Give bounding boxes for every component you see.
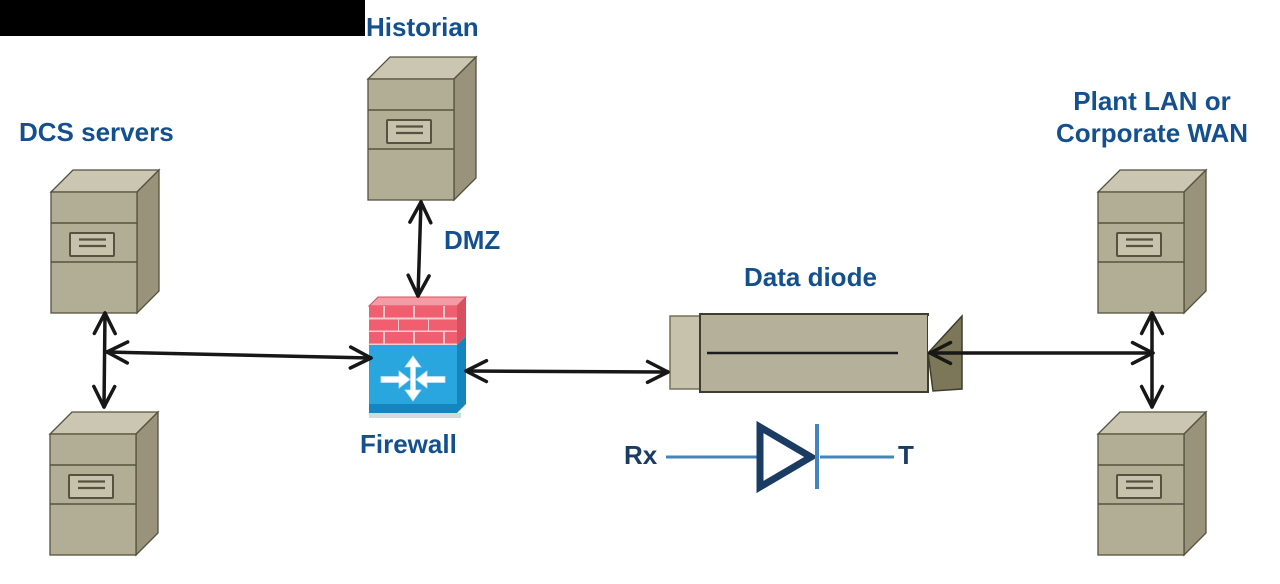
- diode-symbol-icon: [666, 420, 894, 494]
- diode-rx-label: Rx: [624, 440, 658, 470]
- historian-label: Historian: [366, 12, 479, 42]
- data-diode-icon: [669, 313, 963, 393]
- arrow-historian-firewall: [406, 200, 433, 298]
- firewall-icon: [367, 296, 468, 418]
- server-icon-lan-1: [1096, 168, 1208, 315]
- plant-lan-label-line1: Plant LAN or: [1073, 86, 1231, 116]
- diode-tx-label: T: [898, 440, 914, 470]
- arrow-lan-servers-vertical: [1139, 311, 1165, 409]
- dcs-servers-label: DCS servers: [19, 117, 174, 147]
- redaction-bar: [0, 0, 365, 36]
- arrow-data-diode-lan-junction: [928, 340, 1155, 366]
- arrow-dcs-servers-vertical: [92, 311, 117, 409]
- server-icon-dcs-1: [49, 168, 161, 315]
- server-icon-dcs-2: [48, 410, 160, 557]
- dmz-label: DMZ: [444, 225, 501, 255]
- plant-lan-label: Plant LAN or Corporate WAN: [1036, 85, 1268, 149]
- arrow-dcs-junction-firewall: [105, 340, 373, 370]
- arrow-firewall-data-diode: [464, 358, 670, 385]
- plant-lan-label-line2: Corporate WAN: [1055, 118, 1249, 148]
- server-icon-lan-2: [1096, 410, 1208, 557]
- data-diode-label: Data diode: [744, 262, 877, 292]
- server-icon-historian: [366, 55, 478, 202]
- firewall-label: Firewall: [360, 429, 457, 459]
